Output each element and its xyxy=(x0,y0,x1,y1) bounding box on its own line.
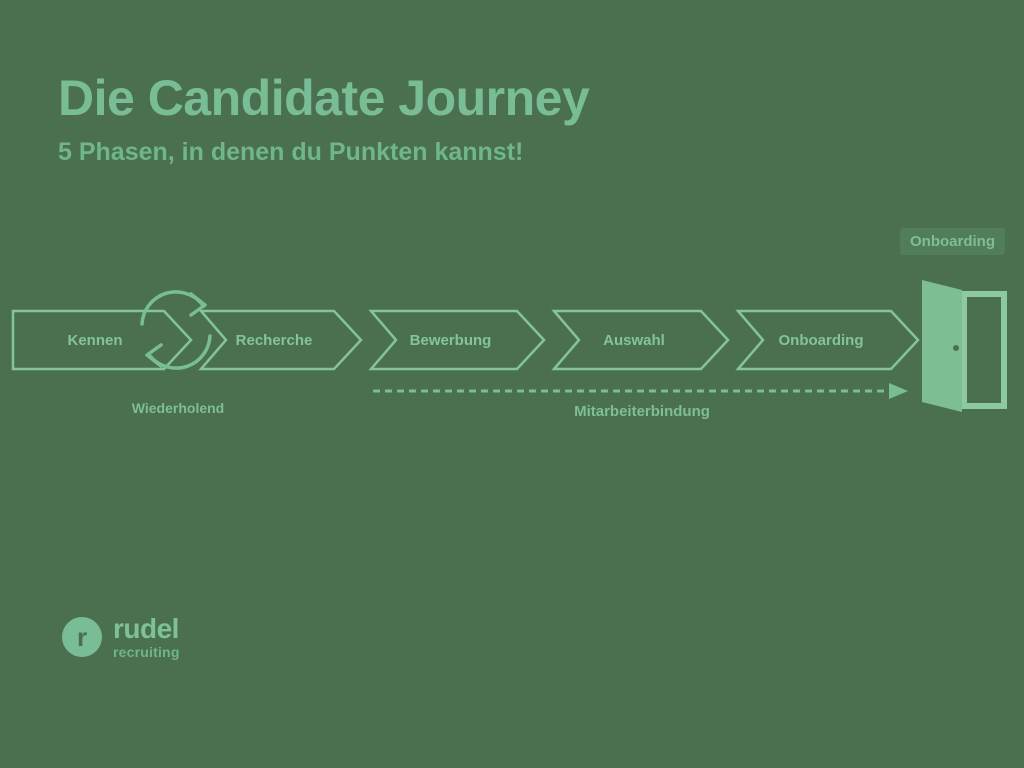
stage-onboarding[interactable]: Onboarding xyxy=(735,309,920,371)
stage-kennen[interactable]: Kennen xyxy=(11,309,193,371)
open-door-icon xyxy=(922,280,1007,412)
logo-name: rudel xyxy=(113,613,179,644)
logo-text: rudel recruiting xyxy=(113,613,180,660)
brand-logo: r rudel recruiting xyxy=(62,613,180,660)
stage-label: Bewerbung xyxy=(409,331,492,349)
retention-label: Mitarbeiterbindung xyxy=(574,403,710,420)
stage-label: Auswahl xyxy=(603,331,665,349)
logo-tagline: recruiting xyxy=(113,643,180,660)
stage-label: Onboarding xyxy=(778,331,864,349)
header: Die Candidate Journey 5 Phasen, in denen… xyxy=(58,72,938,166)
page-title: Die Candidate Journey xyxy=(58,70,590,126)
stage-label: Recherche xyxy=(235,331,313,349)
exit-badge: Onboarding xyxy=(900,228,1005,255)
chevron-stage-icon xyxy=(368,309,546,371)
stage-bewerbung[interactable]: Bewerbung xyxy=(368,309,546,371)
stage-list: Kennen Recherche Bewerbung Auswahl xyxy=(11,309,927,371)
chevron-stage-icon xyxy=(735,309,920,371)
loop-arrow-icon xyxy=(140,290,212,370)
chevron-stage-icon xyxy=(11,309,193,371)
repeat-loop-label: Wiederholend xyxy=(131,400,225,416)
chevron-stage-icon xyxy=(551,309,730,371)
page-subtitle: 5 Phasen, in denen du Punkten kannst! xyxy=(58,137,524,166)
chevron-stage-icon xyxy=(198,309,363,371)
candidate-journey-flow: Kennen Recherche Bewerbung Auswahl xyxy=(0,228,1024,438)
stage-label: Kennen xyxy=(67,331,123,349)
dashed-arrow-icon xyxy=(373,383,908,399)
logo-mark-icon: r xyxy=(62,617,102,658)
stage-recherche[interactable]: Recherche xyxy=(198,309,363,371)
exit-door xyxy=(916,276,1008,416)
retention-arrow xyxy=(372,380,912,402)
stage-auswahl[interactable]: Auswahl xyxy=(551,309,730,371)
repeat-loop xyxy=(128,278,224,382)
